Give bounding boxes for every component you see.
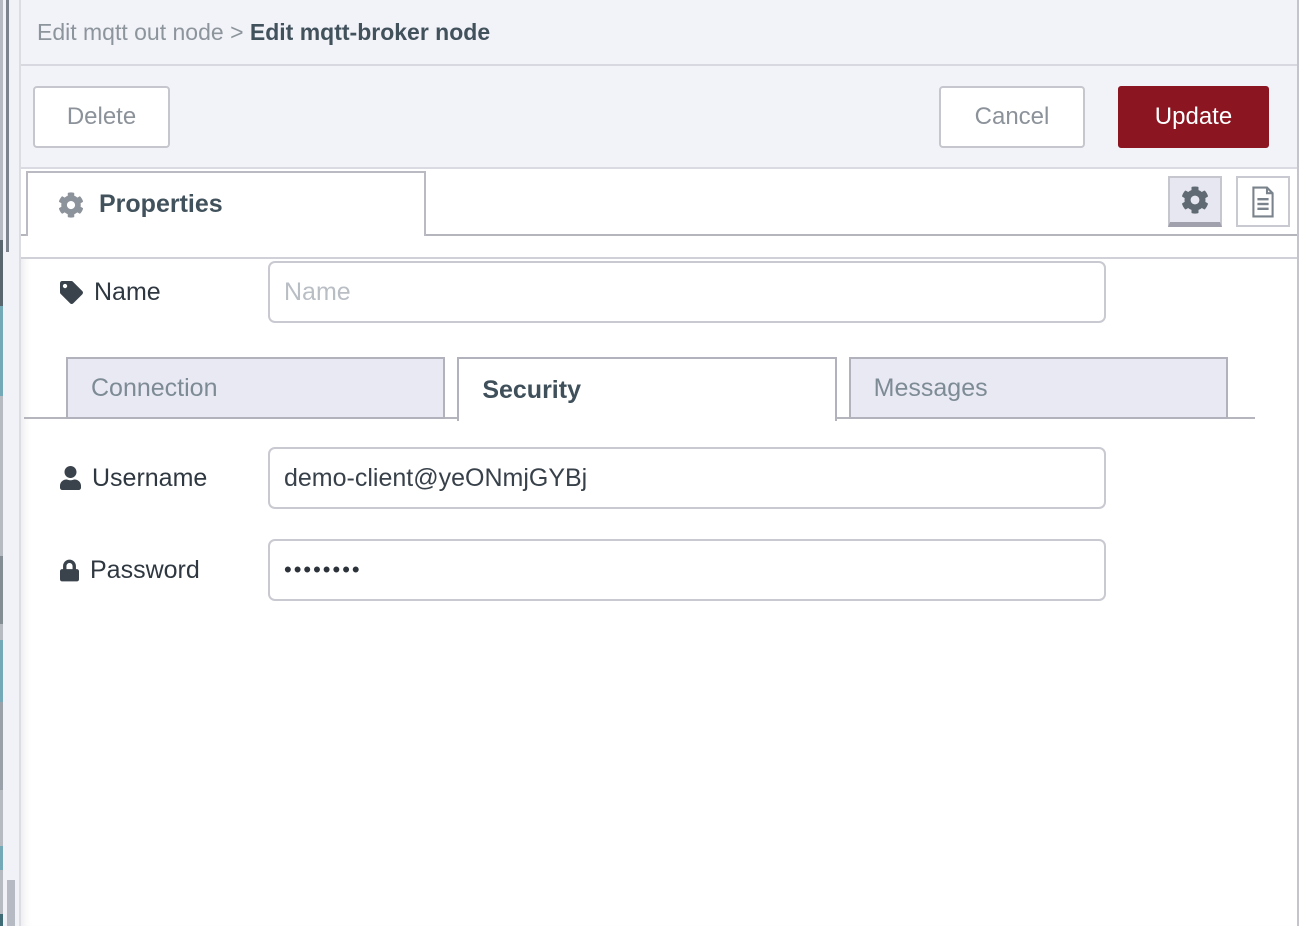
edit-tray-panel: Edit mqtt out node > Edit mqtt-broker no… [21,0,1297,926]
name-label-text: Name [94,277,161,306]
workspace-node-fragment [0,306,3,396]
gear-icon [58,191,84,218]
node-settings-button[interactable] [1168,176,1222,227]
breadcrumb-parent[interactable]: Edit mqtt out node [37,18,224,45]
username-label-text: Username [92,463,208,492]
username-label: Username [60,464,268,493]
username-input[interactable] [268,447,1106,509]
delete-button[interactable]: Delete [33,85,170,148]
tag-icon [60,280,83,304]
workspace-node-fragment [0,914,3,926]
name-input[interactable] [268,261,1106,323]
name-label: Name [60,278,268,307]
doc-icon [1250,186,1276,218]
user-icon [60,466,81,490]
tray-toolbar: Delete Cancel Update [21,66,1297,169]
workspace-node-fragment [0,702,3,790]
breadcrumb-current: Edit mqtt-broker node [249,18,491,45]
tabbar-rule [21,234,1297,236]
workspace-edge-line [6,0,9,252]
node-description-button[interactable] [1236,176,1290,227]
password-label-text: Password [90,555,200,584]
background-gutter [0,0,21,926]
password-input[interactable] [268,539,1106,601]
tab-properties[interactable]: Properties [26,171,426,236]
background-workspace-strip [0,0,3,926]
tab-security[interactable]: Security [457,357,837,421]
spacer [21,509,1297,539]
workspace-node-fragment [0,556,3,624]
workspace-node-fragment [0,640,3,702]
workspace-node-fragment [0,240,3,306]
tab-messages[interactable]: Messages [848,357,1228,419]
name-row: Name [21,261,1297,323]
broker-subtabs: Connection Security Messages [24,357,1255,421]
breadcrumb-separator: > [223,18,250,45]
username-row: Username [21,447,1297,509]
gear-icon [1181,186,1209,214]
tray-left-border [19,0,21,926]
scrollbar-thumb[interactable] [7,880,15,926]
password-row: Password [21,539,1297,601]
password-label: Password [60,556,268,585]
content-divider [21,236,1297,259]
tray-header: Edit mqtt out node > Edit mqtt-broker no… [21,0,1297,66]
tray-tabbar: Properties [21,169,1297,236]
workspace-node-fragment [0,846,3,870]
cancel-button[interactable]: Cancel [939,85,1085,148]
tab-properties-label: Properties [99,190,223,218]
update-button[interactable]: Update [1118,85,1269,148]
tab-connection[interactable]: Connection [66,357,446,419]
lock-icon [60,559,79,582]
tray-right-border [1297,0,1299,926]
edit-form: Name Connection Security Messages Userna… [21,259,1297,601]
spacer [21,419,1297,447]
